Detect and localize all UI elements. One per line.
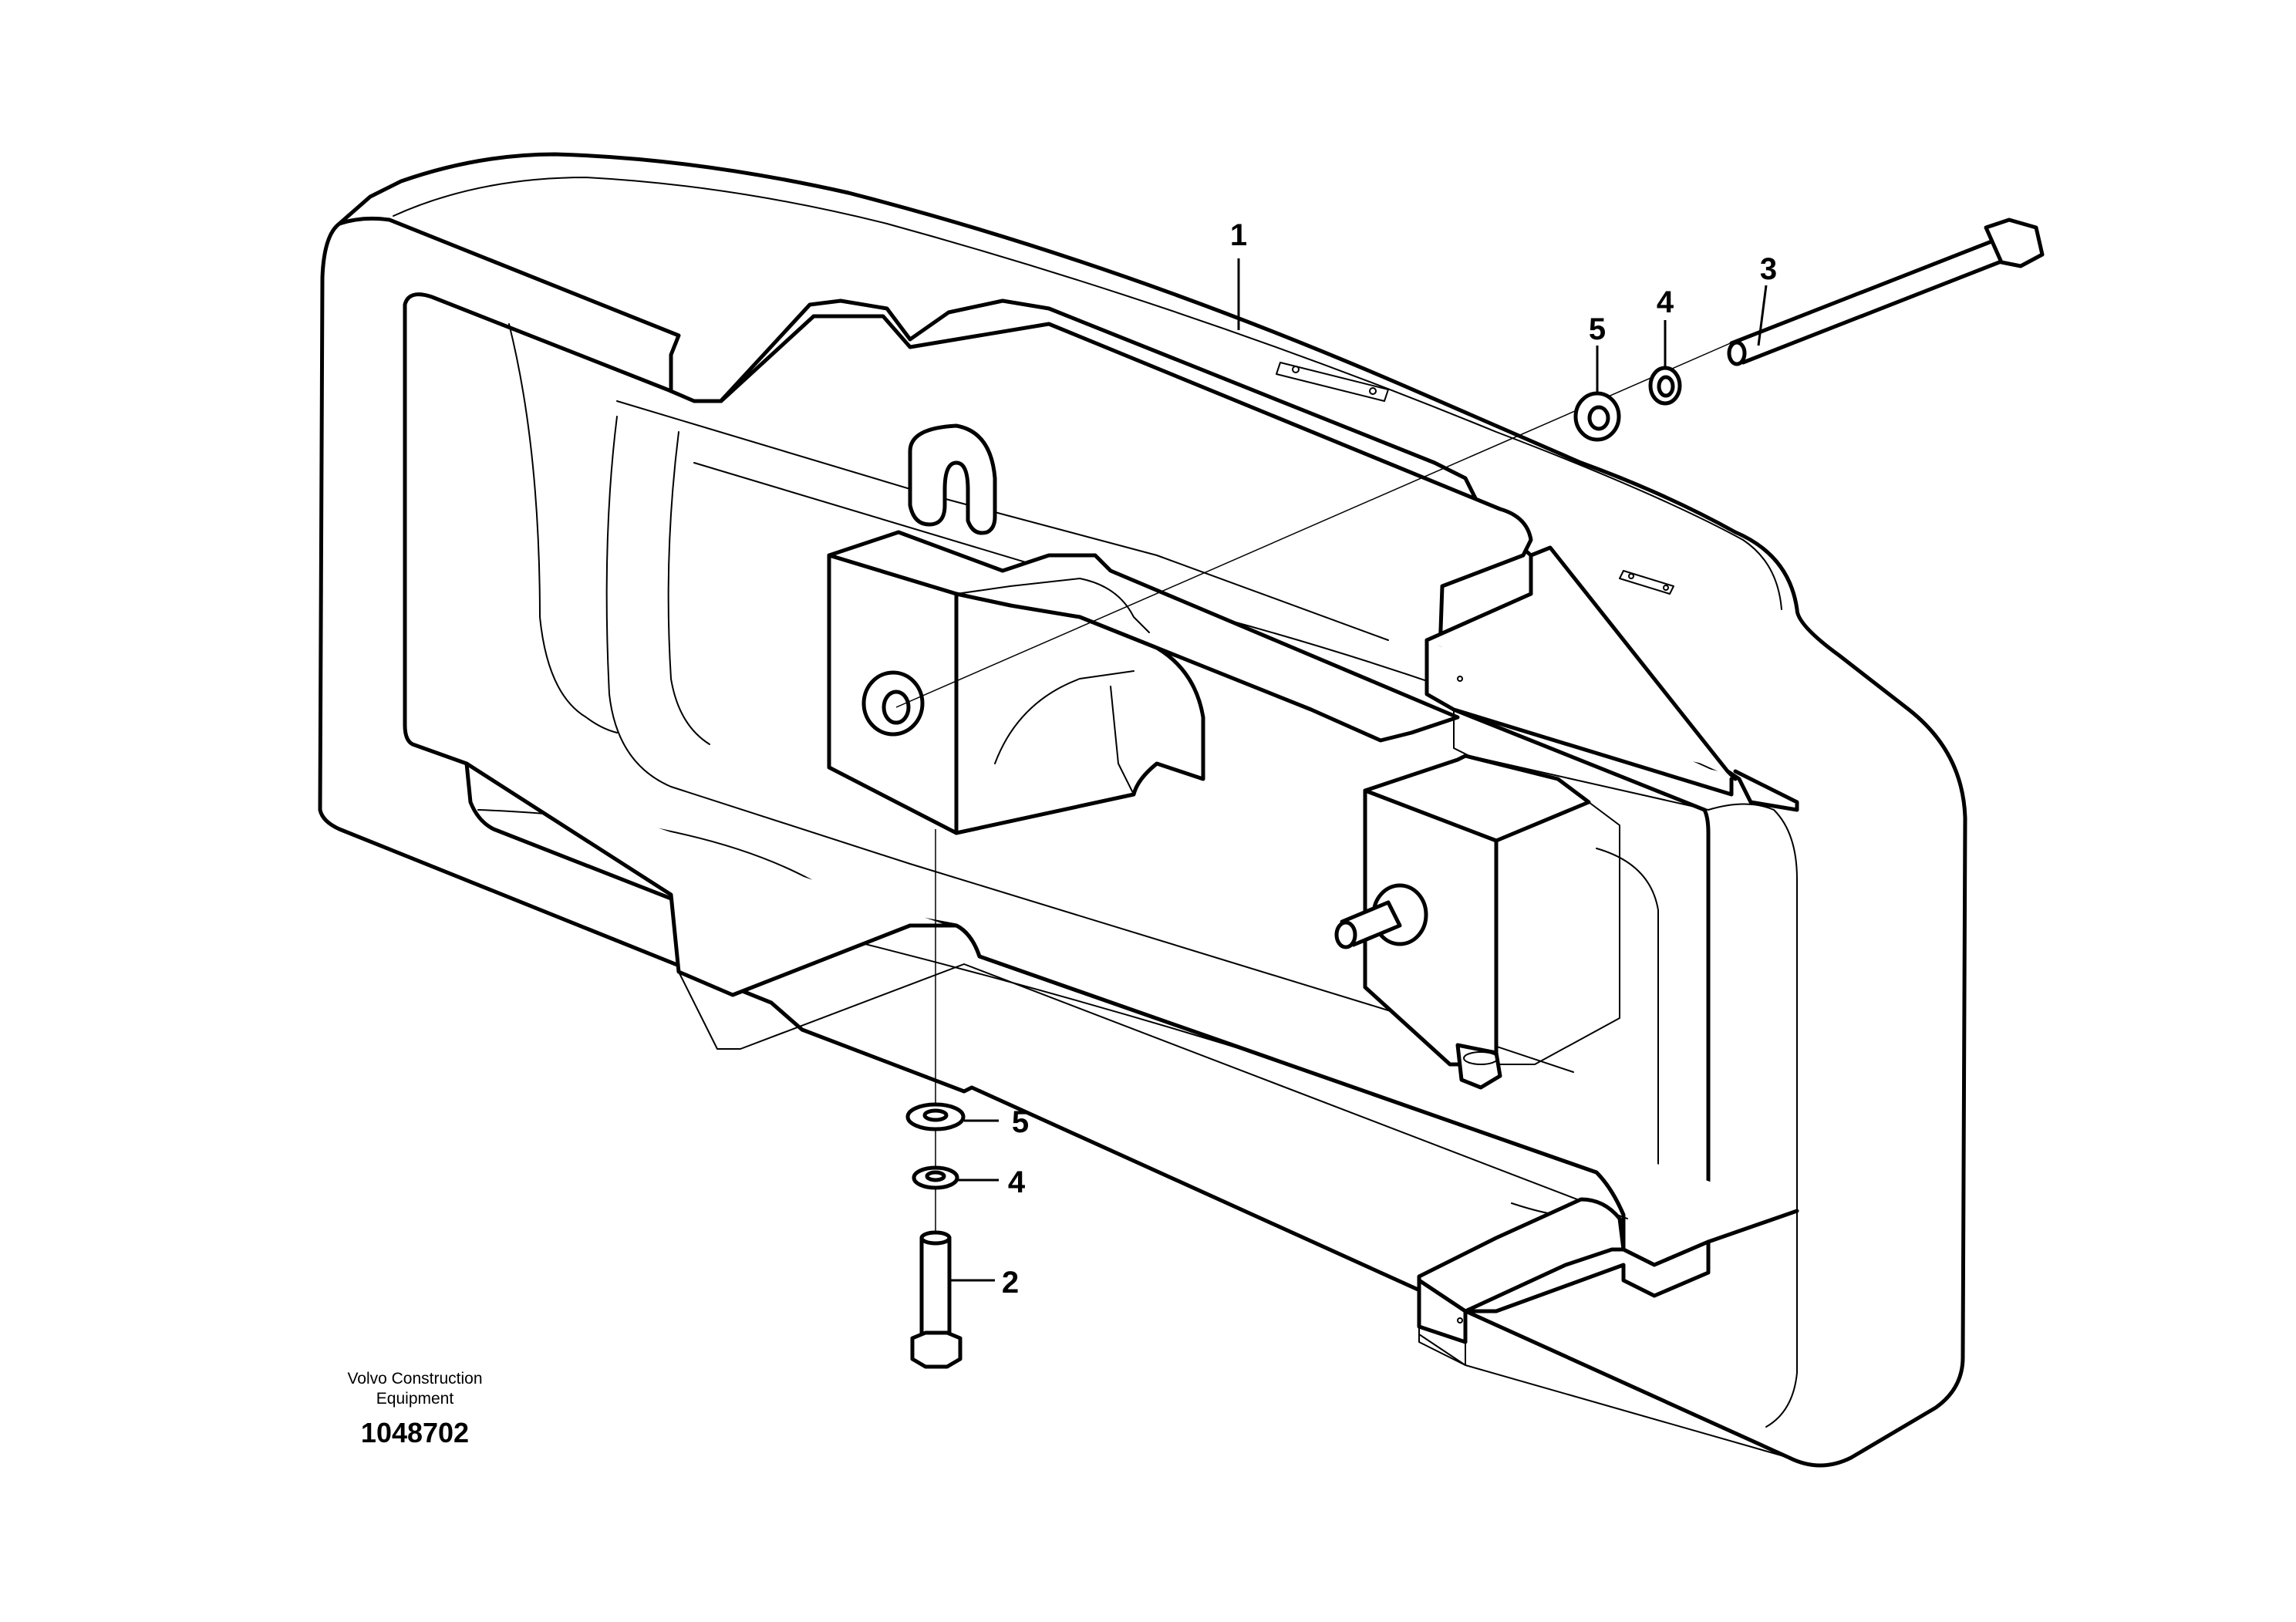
- washer-4-upper-hole: [1657, 375, 1675, 398]
- block-groove-2: [994, 670, 1135, 764]
- top-rim-edge: [393, 177, 1782, 610]
- top-slot-2-hole-b: [1663, 585, 1669, 591]
- cavity-floor-curve-8: [1596, 848, 1659, 1235]
- callout-labels: 1 3 4 5 5 4 2: [1002, 218, 1777, 1300]
- upper-fasteners: [895, 218, 2045, 708]
- right-block-side: [1495, 801, 1620, 1065]
- caption-figure-number: 1048702: [360, 1417, 470, 1448]
- lifting-hook: [908, 423, 997, 535]
- callout-4-lower: 4: [1008, 1165, 1026, 1199]
- callout-4-upper: 4: [1657, 285, 1674, 319]
- top-slot-2-hole-a: [1628, 573, 1634, 579]
- short-bolt-2-shank: [919, 1236, 952, 1337]
- right-block-bottom-nut: [1455, 1043, 1502, 1090]
- lower-left-flange-face: [678, 963, 1628, 1219]
- right-shelf: [1424, 545, 1738, 781]
- cavity-floor-curve-1: [605, 416, 1574, 1073]
- long-bolt-3-end: [1727, 340, 1747, 366]
- counterweight: [318, 152, 1967, 1468]
- block-groove: [956, 578, 1150, 633]
- callout-5-upper: 5: [1589, 312, 1606, 346]
- caption-block: Volvo Construction Equipment 1048702: [322, 1369, 507, 1451]
- caption-company: Volvo Construction: [347, 1370, 483, 1388]
- right-shelf-inner: [1453, 709, 1709, 811]
- right-mounting-block: [1334, 754, 1620, 1090]
- callout-2: 2: [1002, 1266, 1019, 1300]
- caption-division: Equipment: [376, 1390, 454, 1408]
- lower-left-flange: [464, 761, 1799, 1267]
- top-slot-2: [1619, 570, 1674, 595]
- block-groove-3: [1110, 686, 1135, 795]
- lower-right-foot-bottom: [1418, 1334, 1790, 1458]
- leader-lines: [950, 258, 1768, 1282]
- lower-fasteners: [905, 829, 966, 1369]
- washer-5-lower-hole: [922, 1108, 949, 1122]
- lower-right-foot: [1417, 1247, 1626, 1313]
- right-face-edge: [1708, 803, 1798, 1428]
- short-bolt-2-head: [910, 1330, 963, 1369]
- right-block-nut-top: [1463, 1051, 1499, 1065]
- callout-3: 3: [1760, 252, 1777, 286]
- right-block-pin-end: [1334, 920, 1357, 949]
- top-slot-1: [1276, 362, 1389, 402]
- cavity-floor-curve-3: [508, 323, 618, 733]
- leader-3: [1757, 285, 1768, 346]
- lower-right-step-face: [1418, 1280, 1466, 1366]
- lower-right-step: [1417, 1197, 1711, 1344]
- short-bolt-2-tip: [919, 1230, 952, 1246]
- top-slot-1-hole-b: [1369, 387, 1377, 395]
- washer-4-lower-hole: [925, 1170, 946, 1182]
- callout-1: 1: [1230, 218, 1247, 252]
- shelf-mark-1: [1457, 676, 1463, 682]
- callout-5-lower: 5: [1012, 1105, 1029, 1139]
- washer-5-upper-hole: [1587, 405, 1610, 431]
- cavity-floor-curve-2: [667, 431, 710, 745]
- shelf-mark-2: [1457, 1317, 1463, 1324]
- top-slot-1-hole-a: [1292, 366, 1300, 373]
- long-bolt-3-head: [1984, 218, 2045, 268]
